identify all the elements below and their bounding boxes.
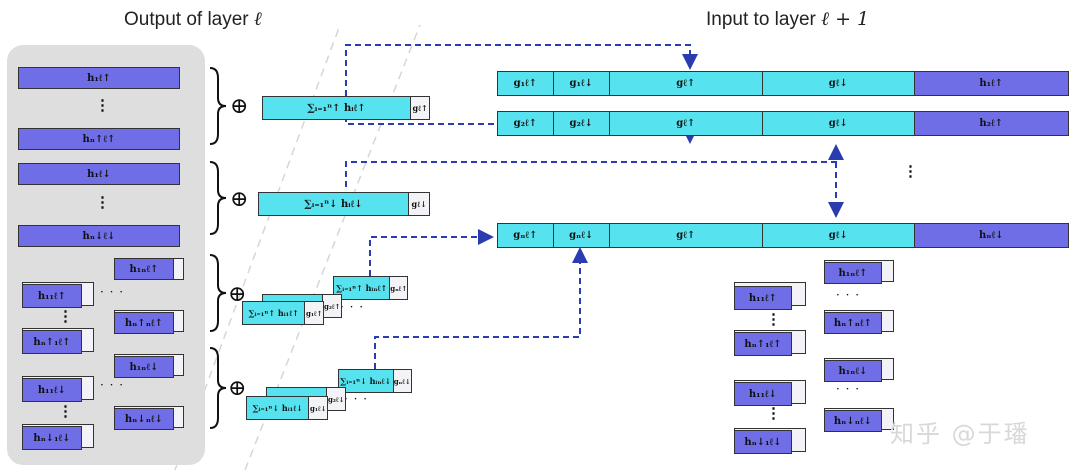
input-row-1-seg-2: g₁ℓ↓ (553, 72, 610, 95)
right-up-ellipsis: ⋮ (766, 310, 781, 328)
pair-up-front-tail: g₁ℓ↑ (305, 302, 323, 324)
left-pair-down-back-top: h₁ₙℓ↓ (114, 356, 174, 378)
right-down-back-bottom: hₙ↓ₙℓ↓ (824, 410, 882, 432)
pair-down-front-label: ∑ᵢ₌₁ⁿ↓ hᵢ₁ℓ↓ (247, 397, 310, 419)
pair-up-back-slab: ∑ᵢ₌₁ⁿ↑ hᵢₙℓ↑ gₙℓ↑ (333, 276, 408, 300)
left-up-last-box: hₙ↑ℓ↑ (18, 128, 180, 150)
right-up-back-top: h₁ₙℓ↑ (824, 262, 882, 284)
left-pair-up-ellipsis: ⋮ (58, 307, 73, 325)
input-row-2-seg-2: g₂ℓ↓ (553, 112, 610, 135)
output-title: Output of layer ℓ (124, 8, 262, 31)
pair-down-hdots: · · · (344, 392, 369, 406)
input-row-n-seg-5: hₙℓ↓ (914, 224, 1069, 247)
pair-up-front-label: ∑ᵢ₌₁ⁿ↑ hᵢ₁ℓ↑ (243, 302, 306, 324)
input-title: Input to layer ℓ + 1 (706, 8, 869, 31)
right-down-hdots: · · · (836, 382, 861, 396)
sum-up-tail: gℓ↑ (411, 97, 429, 119)
output-title-math: ℓ (253, 8, 262, 30)
right-up-front-top: h₁₁ℓ↑ (734, 286, 792, 310)
arrow-sum-down-to-row2 (345, 144, 844, 187)
oplus-pair-up: ⊕ (228, 282, 247, 307)
left-pair-down-front-top: h₁₁ℓ↓ (22, 378, 82, 402)
left-up-ellipsis: ⋮ (95, 96, 110, 114)
left-pair-up-front-top: h₁₁ℓ↑ (22, 284, 82, 308)
right-down-front-bottom: hₙ↓₁ℓ↓ (734, 430, 792, 454)
left-pair-down-back-bottom: hₙ↓ₙℓ↓ (114, 408, 174, 430)
input-row-2: g₂ℓ↑ g₂ℓ↓ gℓ↑ gℓ↓ h₂ℓ↑ (497, 111, 1069, 136)
left-pair-down-ellipsis: ⋮ (58, 402, 73, 420)
left-pair-up-hdots: · · · (100, 285, 125, 299)
sum-down-tail: gℓ↓ (409, 193, 429, 215)
sum-down-slab: ∑ᵢ₌₁ⁿ↓ hᵢℓ↓ gℓ↓ (258, 192, 430, 216)
oplus-up: ⊕ (230, 94, 249, 119)
input-row-n-seg-3: gℓ↑ (609, 224, 764, 247)
input-rows-ellipsis: ⋮ (903, 162, 918, 180)
input-title-text: Input to layer (706, 9, 816, 30)
pair-up-front-slab: ∑ᵢ₌₁ⁿ↑ hᵢ₁ℓ↑ g₁ℓ↑ (242, 301, 324, 325)
oplus-pair-down: ⊕ (228, 376, 247, 401)
input-title-math: ℓ + 1 (821, 8, 870, 30)
sum-up-label: ∑ᵢ₌₁ⁿ↑ hᵢℓ↑ (263, 97, 412, 119)
input-row-2-seg-4: gℓ↓ (763, 112, 915, 135)
pair-down-back-tail: gₙℓ↓ (393, 370, 411, 392)
pair-down-back-slab: ∑ᵢ₌₁ⁿ↓ hᵢₙℓ↓ gₙℓ↓ (338, 369, 412, 393)
sum-up-slab: ∑ᵢ₌₁ⁿ↑ hᵢℓ↑ gℓ↑ (262, 96, 430, 120)
input-row-1: g₁ℓ↑ g₁ℓ↓ gℓ↑ gℓ↓ h₁ℓ↑ (497, 71, 1069, 96)
right-up-front-bottom: hₙ↑₁ℓ↑ (734, 332, 792, 356)
input-row-n-seg-4: gℓ↓ (763, 224, 915, 247)
pair-down-mid-tail: g₂ℓ↓ (327, 388, 345, 410)
arrow-pair-up-to-rowN (369, 229, 494, 276)
left-pair-down-hdots: · · · (100, 378, 125, 392)
input-row-1-seg-5: h₁ℓ↑ (914, 72, 1069, 95)
brace-up (209, 67, 227, 145)
pair-up-mid-tail: g₂ℓ↑ (323, 295, 341, 317)
pair-up-hdots: · · · (340, 300, 365, 314)
input-row-n: gₙℓ↑ gₙℓ↓ gℓ↑ gℓ↓ hₙℓ↓ (497, 223, 1069, 248)
left-down-last-box: hₙ↓ℓ↓ (18, 225, 180, 247)
input-row-2-seg-3: gℓ↑ (609, 112, 764, 135)
input-row-2-seg-1: g₂ℓ↑ (498, 112, 554, 135)
pair-down-front-tail: g₁ℓ↓ (309, 397, 327, 419)
pair-down-back-label: ∑ᵢ₌₁ⁿ↓ hᵢₙℓ↓ (339, 370, 394, 392)
sum-down-label: ∑ᵢ₌₁ⁿ↓ hᵢℓ↓ (259, 193, 410, 215)
pair-down-front-slab: ∑ᵢ₌₁ⁿ↓ hᵢ₁ℓ↓ g₁ℓ↓ (246, 396, 328, 420)
left-down-first-box: h₁ℓ↓ (18, 163, 180, 185)
brace-pair-up (209, 254, 227, 332)
arrow-sum-up-to-row1 (345, 44, 698, 96)
brace-down (209, 161, 227, 235)
oplus-down: ⊕ (230, 187, 249, 212)
input-row-1-seg-3: gℓ↑ (609, 72, 764, 95)
left-pair-up-front-bottom: hₙ↑₁ℓ↑ (22, 330, 82, 354)
left-pair-down-front-bottom: hₙ↓₁ℓ↓ (22, 426, 82, 450)
pair-up-back-label: ∑ᵢ₌₁ⁿ↑ hᵢₙℓ↑ (334, 277, 391, 299)
left-up-first-box: h₁ℓ↑ (18, 67, 180, 89)
arrow-pair-down-to-rowN (374, 247, 588, 369)
right-down-ellipsis: ⋮ (766, 404, 781, 422)
left-down-ellipsis: ⋮ (95, 193, 110, 211)
brace-pair-down (209, 347, 227, 429)
input-row-1-seg-1: g₁ℓ↑ (498, 72, 554, 95)
output-title-text: Output of layer (124, 9, 249, 30)
right-up-hdots: · · · (836, 288, 861, 302)
right-down-front-top: h₁₁ℓ↓ (734, 382, 792, 406)
input-row-n-seg-1: gₙℓ↑ (498, 224, 554, 247)
pair-up-back-tail: gₙℓ↑ (390, 277, 407, 299)
input-row-2-seg-5: h₂ℓ↑ (914, 112, 1069, 135)
right-down-back-top: h₁ₙℓ↓ (824, 360, 882, 382)
right-up-back-bottom: hₙ↑ₙℓ↑ (824, 312, 882, 334)
left-pair-up-back-bottom: hₙ↑ₙℓ↑ (114, 312, 174, 334)
input-row-1-seg-4: gℓ↓ (763, 72, 915, 95)
watermark-text: 知乎 @于璠 (890, 420, 1030, 448)
input-row-n-seg-2: gₙℓ↓ (553, 224, 610, 247)
left-pair-up-back-top: h₁ₙℓ↑ (114, 258, 174, 280)
